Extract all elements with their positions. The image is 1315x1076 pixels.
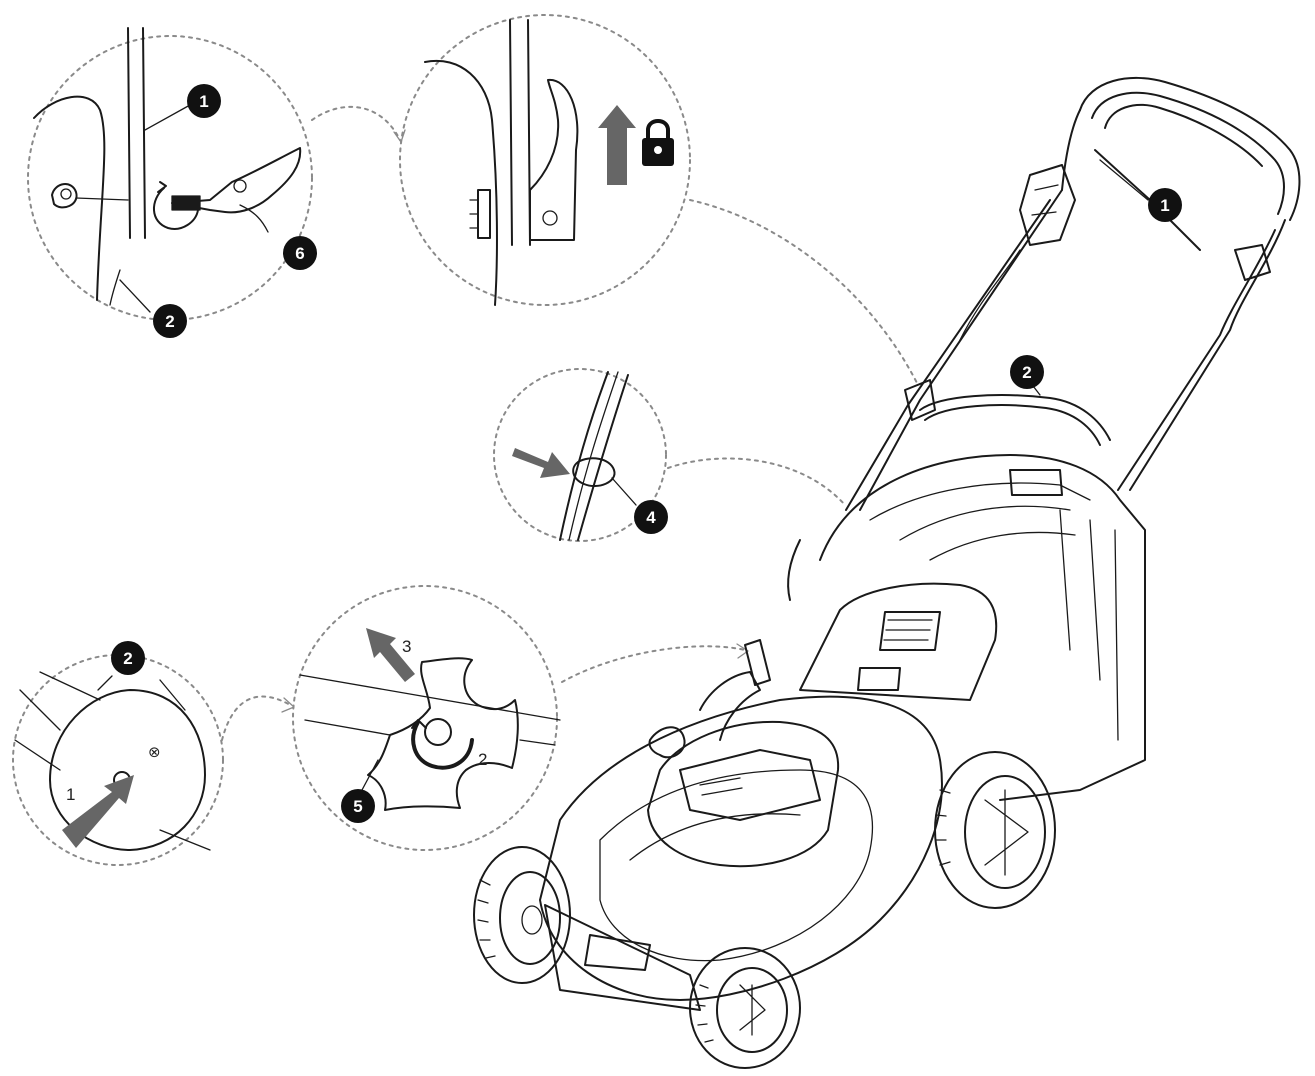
lock-lever bbox=[529, 78, 579, 241]
svg-text:1: 1 bbox=[199, 92, 208, 111]
lock-symbol: ⊗ bbox=[148, 743, 161, 761]
svg-text:5: 5 bbox=[353, 797, 362, 816]
svg-text:1: 1 bbox=[1160, 196, 1169, 215]
connector-b-mower bbox=[689, 199, 919, 386]
detail-circle-cable-clip bbox=[493, 368, 667, 542]
svg-text:2: 2 bbox=[1022, 363, 1031, 382]
svg-text:2: 2 bbox=[123, 649, 132, 668]
detail-circle-lock-lever bbox=[399, 14, 691, 306]
callout-4: 4 bbox=[634, 500, 668, 534]
quick-release-lever bbox=[171, 147, 302, 214]
connector-a-b bbox=[311, 106, 401, 141]
connector-e-d bbox=[221, 695, 293, 741]
callout-2: 2 bbox=[153, 304, 187, 338]
svg-text:4: 4 bbox=[646, 508, 656, 527]
svg-text:6: 6 bbox=[295, 244, 304, 263]
press-arrow-icon bbox=[62, 775, 134, 848]
detail-circle-height-knob bbox=[292, 585, 561, 851]
detail-circle-wheel-button bbox=[12, 654, 224, 866]
height-adjust-knob bbox=[367, 657, 519, 811]
arrow-diagonal-icon bbox=[366, 628, 415, 682]
callout-1: 1 bbox=[187, 84, 221, 118]
arrow-up-icon bbox=[598, 105, 636, 185]
svg-text:2: 2 bbox=[165, 312, 174, 331]
callout-2-wheel: 2 bbox=[111, 641, 145, 675]
arrow-pointer-icon bbox=[512, 448, 570, 478]
lawn-mower bbox=[473, 76, 1301, 1069]
callout-1-handle: 1 bbox=[1148, 188, 1182, 222]
step-number-2: 2 bbox=[478, 750, 487, 769]
rotate-arrow-icon bbox=[153, 187, 199, 230]
step-number-3: 3 bbox=[402, 637, 411, 656]
callout-5: 5 bbox=[341, 789, 375, 823]
callout-6: 6 bbox=[283, 236, 317, 270]
connector-c-mower bbox=[667, 457, 846, 506]
callout-2-handle: 2 bbox=[1010, 355, 1044, 389]
detail-circle-handle-clamp bbox=[27, 27, 313, 321]
lock-icon bbox=[642, 119, 674, 166]
step-number-1: 1 bbox=[66, 785, 75, 804]
connector-d-mower bbox=[561, 645, 746, 683]
rotate-arrow-icon bbox=[411, 720, 474, 770]
